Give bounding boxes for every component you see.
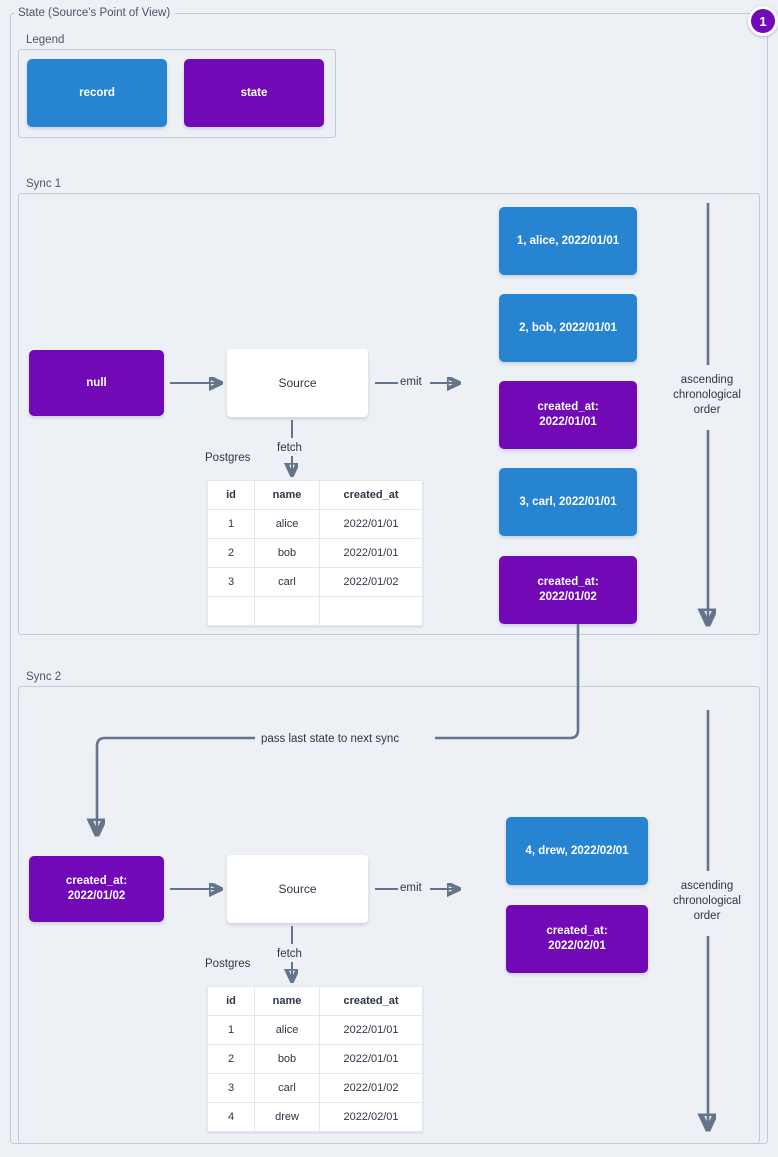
table-row: 2 bob 2022/01/01 [207,538,423,568]
state-value: 2022/02/01 [548,940,606,952]
sync2-stream-item-0: 4, drew, 2022/02/01 [506,817,648,885]
sync2-postgres-table: id name created_at 1 alice 2022/01/01 2 … [207,986,423,1132]
sync2-title: Sync 2 [22,670,67,684]
sync2-emit-label: emit [400,882,422,894]
pass-state-label: pass last state to next sync [258,732,403,747]
th-name: name [254,986,320,1016]
state-value: 2022/01/02 [539,591,597,603]
legend-title: Legend [22,33,70,47]
sync1-state-input: null [29,350,164,416]
legend-frame [18,49,336,138]
table-row [207,596,423,626]
sync2-state-input: created_at: 2022/01/02 [29,856,164,922]
sync1-order-label: ascending chronological order [663,373,751,418]
legend-swatch-state: state [184,59,324,127]
table-row: 1 alice 2022/01/01 [207,509,423,539]
table-row: 4 drew 2022/02/01 [207,1102,423,1132]
legend-label-record: record [79,86,115,99]
state-key: created_at: [65,875,128,887]
step-badge[interactable]: 1 [748,6,778,36]
th-id: id [207,986,255,1016]
sync1-stream-label-3: 3, carl, 2022/01/01 [519,495,617,508]
sync1-source-label: Source [278,375,317,390]
state-key: created_at: [537,576,599,588]
sync1-state-input-label: null [86,376,107,389]
table-header-row: id name created_at [207,480,423,510]
sync1-stream-label-4: created_at: 2022/01/02 [537,575,598,605]
sync2-stream-label-0: 4, drew, 2022/02/01 [525,844,629,857]
sync1-frame [18,193,760,635]
state-key: created_at: [546,925,608,937]
state-value: 2022/01/01 [539,416,597,428]
sync1-source-node: Source [227,349,368,417]
th-id: id [207,480,255,510]
sync2-source-label: Source [278,881,317,896]
order-line-1: ascending [680,374,734,386]
sync1-emit-label: emit [400,376,422,388]
sync1-fetch-label: fetch [277,442,302,454]
sync2-fetch-label: fetch [277,948,302,960]
sync1-stream-item-2: created_at: 2022/01/01 [499,381,637,449]
sync1-stream-item-1: 2, bob, 2022/01/01 [499,294,637,362]
state-value: 2022/01/02 [67,890,126,902]
table-row: 3 carl 2022/01/02 [207,567,423,597]
order-line-2: chronological [673,389,741,401]
table-row: 3 carl 2022/01/02 [207,1073,423,1103]
table-row: 2 bob 2022/01/01 [207,1044,423,1074]
order-line-2: chronological [673,895,741,907]
order-line-3: order [693,910,721,922]
sync1-db-label: Postgres [205,452,251,464]
th-date: created_at [319,986,423,1016]
sync1-postgres-table: id name created_at 1 alice 2022/01/01 2 … [207,480,423,626]
sync1-stream-label-2: created_at: 2022/01/01 [537,400,598,430]
sync1-stream-item-0: 1, alice, 2022/01/01 [499,207,637,275]
th-date: created_at [319,480,423,510]
order-line-3: order [693,404,721,416]
state-key: created_at: [537,401,599,413]
sync2-frame [18,686,760,1144]
table-row: 1 alice 2022/01/01 [207,1015,423,1045]
sync2-stream-label-1: created_at: 2022/02/01 [546,924,607,954]
page-title: State (Source's Point of View) [14,6,176,20]
sync2-source-node: Source [227,855,368,923]
sync1-title: Sync 1 [22,177,67,191]
table-header-row: id name created_at [207,986,423,1016]
sync1-stream-item-3: 3, carl, 2022/01/01 [499,468,637,536]
sync1-stream-label-0: 1, alice, 2022/01/01 [516,234,620,247]
legend-swatch-record: record [27,59,167,127]
sync2-order-label: ascending chronological order [663,879,751,924]
sync2-state-input-label: created_at: 2022/01/02 [66,874,127,904]
sync2-stream-item-1: created_at: 2022/02/01 [506,905,648,973]
sync1-stream-item-4: created_at: 2022/01/02 [499,556,637,624]
sync1-stream-label-1: 2, bob, 2022/01/01 [519,321,617,334]
th-name: name [254,480,320,510]
order-line-1: ascending [680,880,734,892]
sync2-db-label: Postgres [205,958,251,970]
legend-label-state: state [240,86,268,99]
